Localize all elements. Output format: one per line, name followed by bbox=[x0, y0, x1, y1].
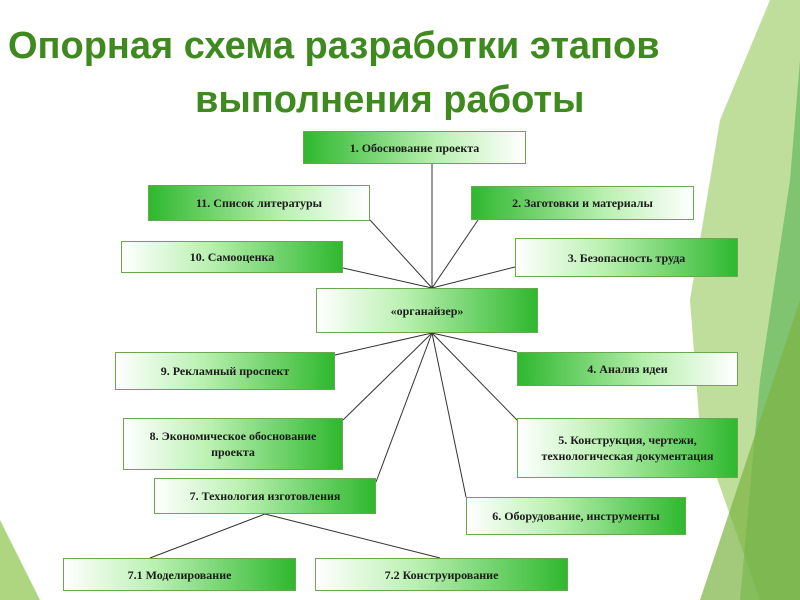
link-n7-n7_1 bbox=[149, 513, 266, 559]
page-title-line2: выполнения работы bbox=[195, 79, 585, 121]
link-center-n7 bbox=[375, 332, 433, 483]
node-6-equipment: 6. Оборудование, инструменты bbox=[466, 497, 686, 535]
node-11-references: 11. Список литературы bbox=[148, 185, 370, 221]
link-center-n8 bbox=[342, 332, 433, 421]
node-8-economic: 8. Экономическое обоснование проекта bbox=[123, 418, 343, 470]
node-7-2-constructing: 7.2 Конструирование bbox=[315, 558, 568, 591]
node-7-1-modeling: 7.1 Моделирование bbox=[63, 558, 296, 591]
link-center-n9 bbox=[334, 332, 433, 356]
link-center-n10 bbox=[342, 267, 433, 289]
link-center-n2 bbox=[431, 219, 479, 289]
link-center-n5 bbox=[431, 332, 518, 421]
link-center-n4 bbox=[431, 332, 518, 353]
node-10-self-assessment: 10. Самооценка bbox=[121, 241, 343, 273]
link-center-n6 bbox=[431, 332, 467, 498]
link-center-n3 bbox=[431, 266, 516, 289]
node-2-materials: 2. Заготовки и материалы bbox=[471, 186, 694, 220]
node-3-safety: 3. Безопасность труда bbox=[515, 238, 738, 277]
node-7-technology: 7. Технология изготовления bbox=[154, 478, 376, 514]
node-4-idea-analysis: 4. Анализ идеи bbox=[517, 352, 738, 386]
node-9-advertising: 9. Рекламный проспект bbox=[115, 352, 335, 390]
page-title-line1: Опорная схема разработки этапов bbox=[8, 25, 660, 67]
node-5-construction: 5. Конструкция, чертежи, технологическая… bbox=[517, 418, 738, 478]
node-center-organizer: «органайзер» bbox=[316, 288, 538, 333]
link-center-n11 bbox=[369, 219, 433, 289]
link-n7-n7_2 bbox=[264, 513, 441, 559]
node-1-justification: 1. Обоснование проекта bbox=[303, 131, 526, 164]
